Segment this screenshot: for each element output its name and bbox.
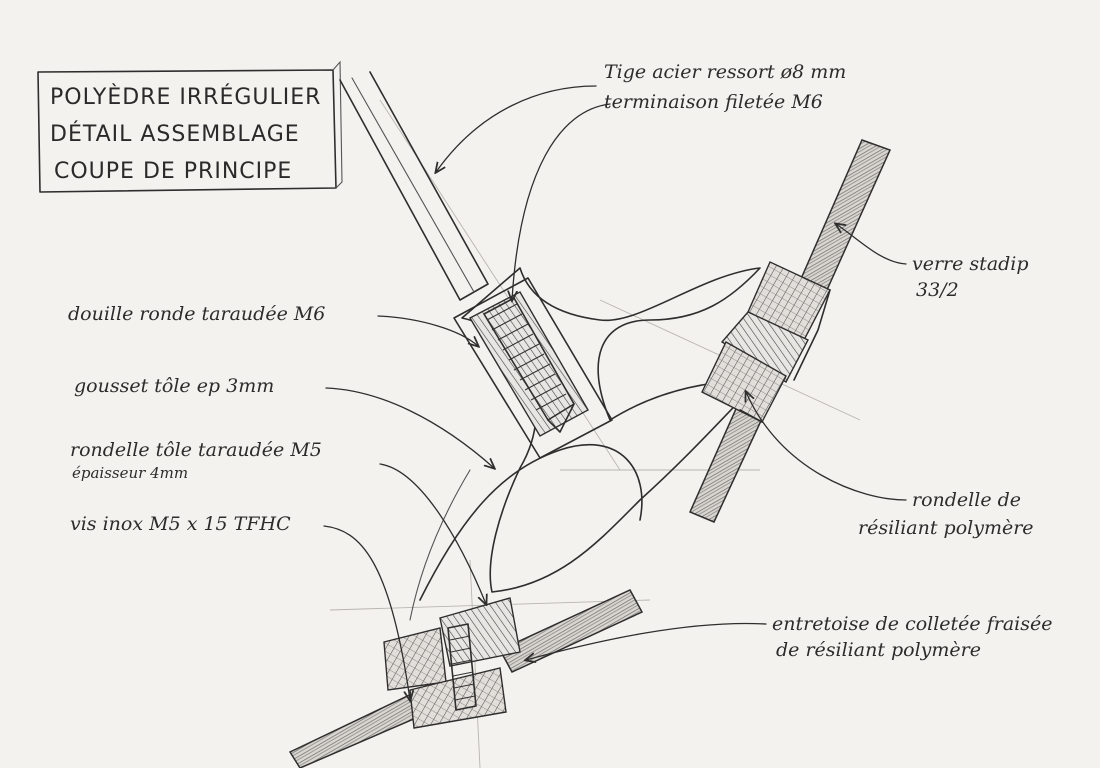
label-rod-2: terminaison filetée M6 [604,91,823,113]
leader-lines [323,85,907,700]
label-spacer-1: entretoise de colletée fraisée [772,613,1052,635]
gusset-plate [461,267,761,593]
title-block: POLYÈDRE IRRÉGULIER DÉTAIL ASSEMBLAGE CO… [37,60,343,193]
leader-screw [323,525,410,700]
title-line-2: DÉTAIL ASSEMBLAGE [50,121,300,147]
leader-glass [836,224,907,265]
label-socket: douille ronde taraudée M6 [68,303,325,325]
leader-resilient-washer [746,392,907,501]
leader-thread [512,103,611,300]
label-rod-1: Tige acier ressort ø8 mm [604,61,846,83]
label-resilient-washer-2: résiliant polymère [858,517,1034,539]
label-gusset: gousset tôle ep 3mm [74,375,274,397]
label-washer-2: épaisseur 4mm [72,464,188,482]
leader-gusset [325,387,494,468]
label-resilient-washer-1: rondelle de [912,489,1021,511]
steel-rod [339,71,489,301]
right-clamp [701,261,831,423]
label-glass-1: verre stadip [912,253,1029,275]
gusset-lower-arc [419,444,643,601]
leader-washer [379,463,486,604]
leader-rod [436,85,597,172]
annotations: Tige acier ressort ø8 mm terminaison fil… [68,61,1052,661]
label-washer-1: rondelle tôle taraudée M5 [70,439,322,461]
label-screw: vis inox M5 x 15 TFHC [70,513,291,535]
title-line-1: POLYÈDRE IRRÉGULIER [50,84,321,110]
threaded-socket [453,277,613,459]
leader-socket [377,315,478,346]
leader-spacer [526,622,767,660]
title-line-3: COUPE DE PRINCIPE [54,159,292,184]
label-spacer-2: de résiliant polymère [776,639,981,661]
label-glass-2: 33/2 [916,279,959,301]
